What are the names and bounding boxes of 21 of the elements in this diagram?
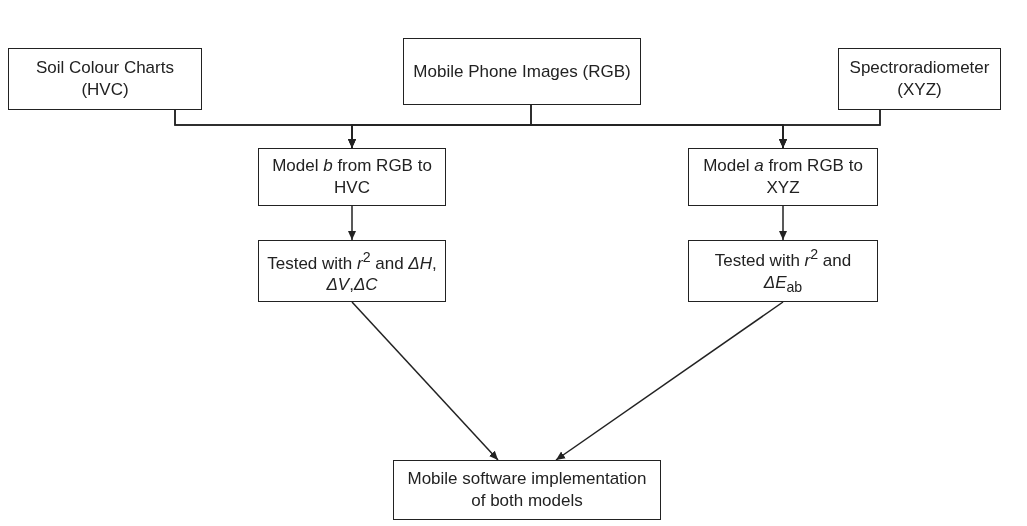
arrow xyxy=(779,109,881,149)
arrow xyxy=(779,205,787,241)
box-label: Mobile software implementation of both models xyxy=(406,468,648,512)
box-label: Tested with r$^{2}$ and ΔE$_{ab}$ xyxy=(713,245,853,298)
box-label: Mobile Phone Images (RGB) xyxy=(413,60,631,83)
process-box xyxy=(8,48,202,110)
box-label: Tested with r$^{2}$ and ΔH, ΔV,ΔC xyxy=(267,247,437,297)
box-label: Model b from RGB to HVC xyxy=(271,155,433,199)
arrow xyxy=(555,301,784,461)
process-box xyxy=(838,48,1001,110)
box-label: Soil Colour Charts (HVC) xyxy=(35,57,175,101)
process-box xyxy=(258,240,446,302)
process-box xyxy=(688,240,878,302)
process-box xyxy=(393,460,661,520)
arrow xyxy=(348,205,356,241)
box-label: Spectroradiometer (XYZ) xyxy=(848,57,991,101)
process-box xyxy=(258,148,446,206)
box-label: Model a from RGB to XYZ xyxy=(702,155,864,199)
process-box xyxy=(403,38,641,105)
arrow xyxy=(351,301,499,461)
process-box xyxy=(688,148,878,206)
